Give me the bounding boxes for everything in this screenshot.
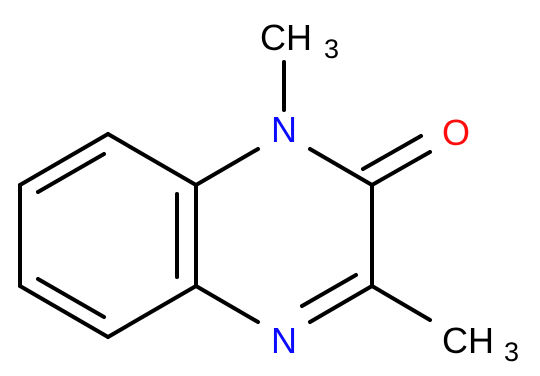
double-bond-inner-c8-c7: [36, 152, 106, 194]
bond-c3-n4: [308, 284, 374, 324]
bond-n1-c2: [308, 147, 374, 187]
bond-n4-c4a: [194, 284, 260, 324]
methyl-c3-subscript: 3: [504, 337, 519, 367]
methyl-c3-label: CH 3: [442, 320, 519, 367]
pyrazinone-ring: [194, 147, 374, 324]
bond-c6-c5: [18, 284, 110, 339]
atom-n1-label: N: [271, 109, 297, 150]
methyl-n1-subscript: 3: [324, 34, 339, 64]
bond-c8-c7: [18, 132, 110, 187]
bond-c3-methyl: [370, 284, 432, 322]
bond-c5-c4a: [106, 284, 198, 339]
methyl-n1-label: CH 3: [260, 17, 339, 64]
bond-c8a-n1: [194, 147, 260, 187]
methyl-c3-ch: CH: [442, 320, 494, 361]
bond-c2-o-2: [361, 134, 423, 171]
bond-c2-o-1: [370, 150, 432, 187]
double-bond-inner-c6-c5: [36, 277, 106, 319]
double-bond-inner-c3-n4: [300, 273, 358, 308]
benzene-ring: [18, 132, 198, 339]
bond-c8a-c8: [106, 132, 198, 187]
atom-o-label: O: [442, 112, 470, 153]
atom-n4-label: N: [271, 320, 297, 361]
methyl-n1-ch: CH: [260, 17, 312, 58]
